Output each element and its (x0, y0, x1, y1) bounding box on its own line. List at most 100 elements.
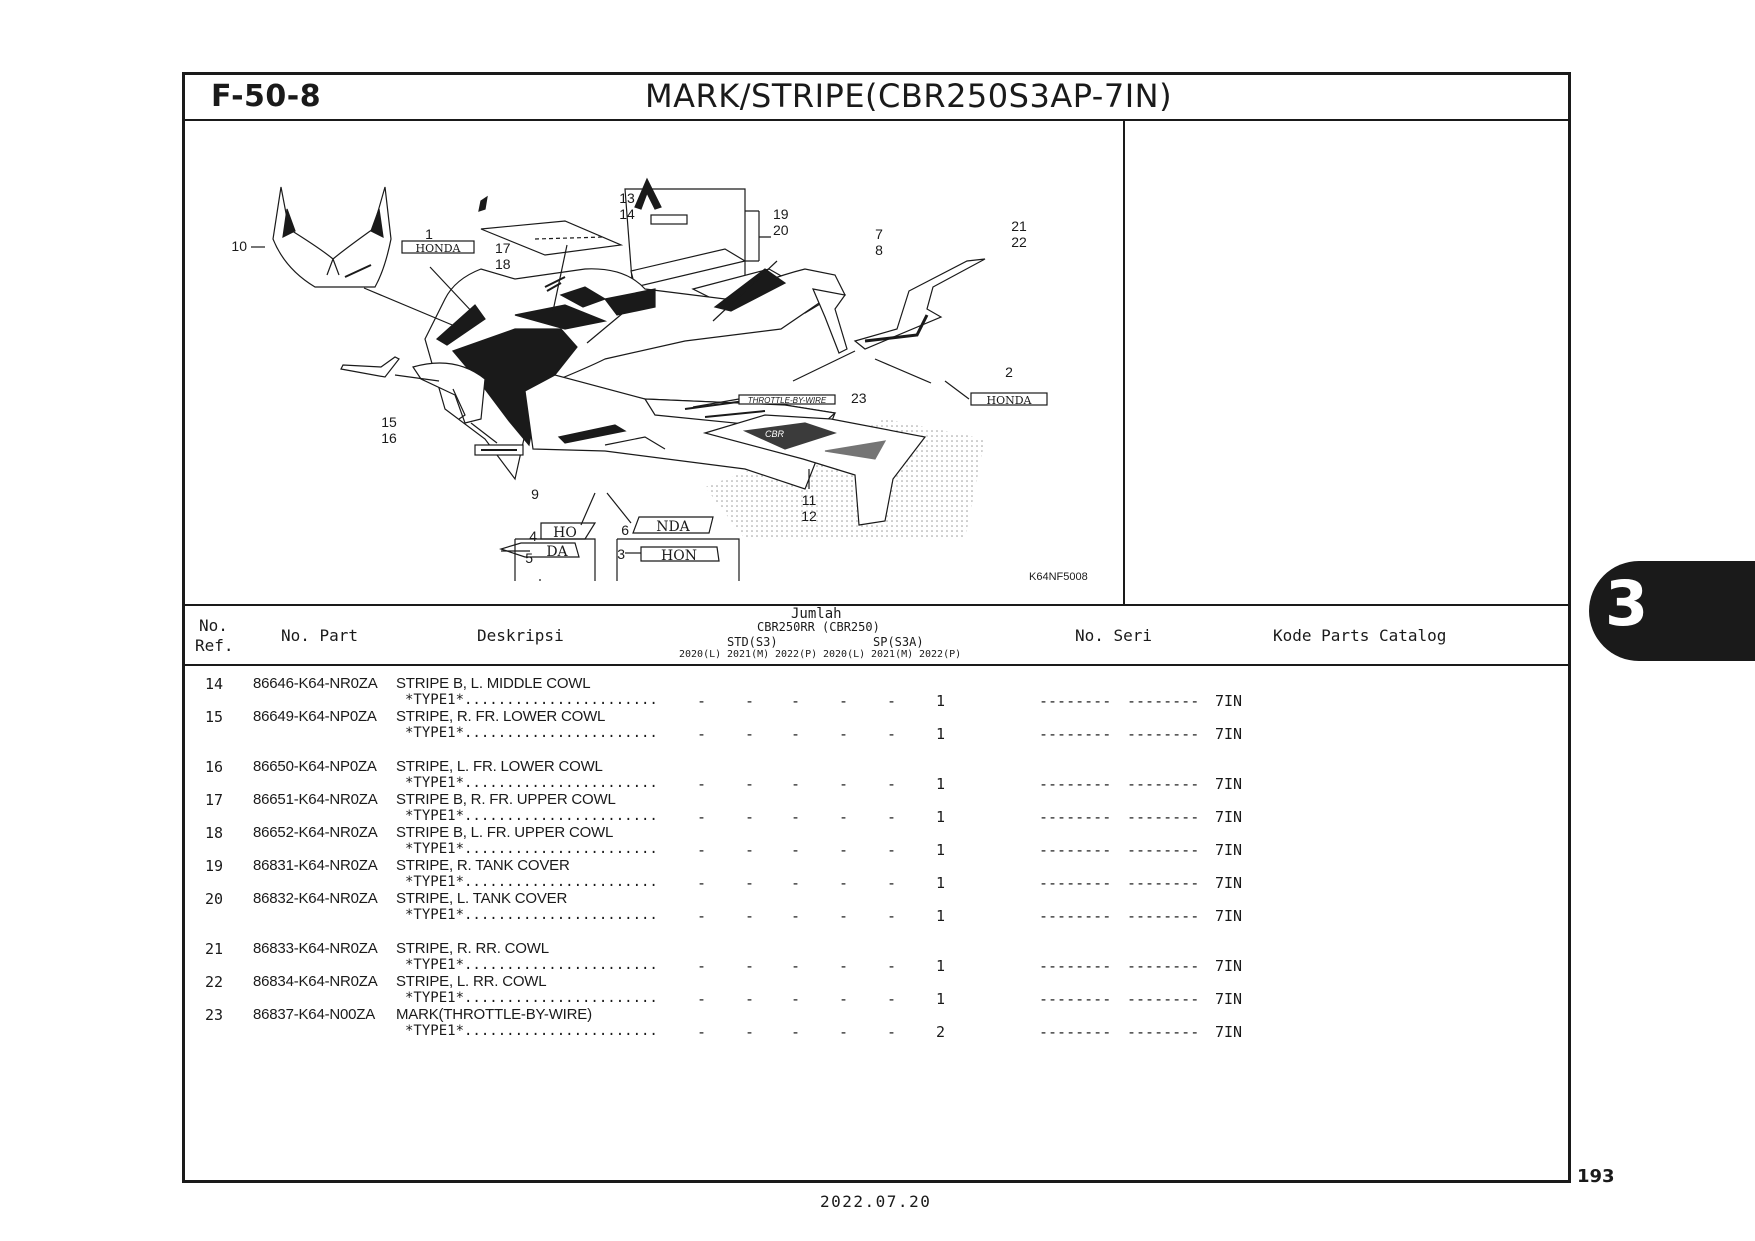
honda-decal-2: HONDA (970, 392, 1048, 407)
callout-20: 20 (773, 222, 789, 238)
qty-cell: 1 (936, 841, 946, 859)
serial-to-cell: -------- (1127, 1023, 1200, 1041)
header-model: CBR250RR (CBR250) (757, 620, 880, 634)
qty-cell: - (791, 907, 801, 925)
qty-cell: - (887, 1023, 897, 1041)
header-jumlah: Jumlah (791, 606, 842, 622)
qty-cell: - (887, 841, 897, 859)
serial-from-cell: -------- (1039, 725, 1112, 743)
qty-cell: - (791, 808, 801, 826)
stripe-upper-cowl-small (478, 195, 488, 212)
table-row[interactable]: 16 86650-K64-NP0ZA STRIPE, L. FR. LOWER … (185, 758, 1568, 793)
type-cell: *TYPE1*....................... (405, 990, 658, 1006)
figure-title: MARK/STRIPE(CBR250S3AP-7IN) (645, 77, 1173, 115)
catalog-code-cell: 7IN (1215, 990, 1243, 1008)
qty-cell: - (791, 725, 801, 743)
callout-14: 14 (619, 206, 635, 222)
part-number-cell: 86831-K64-NR0ZA (253, 857, 378, 874)
qty-cell: - (887, 874, 897, 892)
qty-cell: - (791, 1023, 801, 1041)
leader-lines (251, 244, 970, 554)
cbr-text: CBR (765, 429, 785, 439)
callout-10: 10 (231, 238, 247, 254)
parts-page-frame: F-50-8 MARK/STRIPE(CBR250S3AP-7IN) (182, 72, 1571, 1183)
table-row[interactable]: 14 86646-K64-NR0ZA STRIPE B, L. MIDDLE C… (185, 675, 1568, 710)
callout-21: 21 (1011, 218, 1027, 234)
table-row[interactable]: 15 86649-K64-NP0ZA STRIPE, R. FR. LOWER … (185, 708, 1568, 743)
decal-9 (474, 444, 524, 456)
serial-from-cell: -------- (1039, 841, 1112, 859)
ref-cell: 15 (205, 708, 224, 726)
hon-text: HON (661, 548, 697, 564)
qty-cell: - (887, 775, 897, 793)
qty-cell: - (839, 957, 849, 975)
qty-cell: - (839, 907, 849, 925)
nda-text: NDA (656, 519, 690, 535)
table-row[interactable]: 19 86831-K64-NR0ZA STRIPE, R. TANK COVER… (185, 857, 1568, 892)
serial-from-cell: -------- (1039, 808, 1112, 826)
callout-3: 3 (617, 546, 625, 562)
catalog-code-cell: 7IN (1215, 907, 1243, 925)
table-row[interactable]: 18 86652-K64-NR0ZA STRIPE B, L. FR. UPPE… (185, 824, 1568, 859)
serial-from-cell: -------- (1039, 1023, 1112, 1041)
description-cell: STRIPE, L. RR. COWL (396, 973, 547, 990)
type-cell: *TYPE1*....................... (405, 907, 658, 923)
serial-to-cell: -------- (1127, 957, 1200, 975)
header-year-3: 2022(P) (775, 649, 818, 660)
chapter-tab[interactable]: 3 (1589, 561, 1755, 661)
qty-cell: 1 (936, 957, 946, 975)
table-row[interactable]: 23 86837-K64-N00ZA MARK(THROTTLE-BY-WIRE… (185, 1006, 1568, 1041)
qty-cell: - (697, 725, 707, 743)
callout-7: 7 (875, 226, 883, 242)
qty-cell: - (745, 775, 755, 793)
qty-cell: - (839, 775, 849, 793)
type-cell: *TYPE1*....................... (405, 692, 658, 708)
table-row[interactable]: 20 86832-K64-NR0ZA STRIPE, L. TANK COVER… (185, 890, 1568, 925)
qty-cell: - (839, 841, 849, 859)
type-cell: *TYPE1*....................... (405, 725, 658, 741)
page-number: 193 (1577, 1166, 1615, 1187)
qty-cell: - (791, 990, 801, 1008)
serial-to-cell: -------- (1127, 874, 1200, 892)
honda-decal-1: HONDA (401, 240, 475, 255)
ref-cell: 21 (205, 940, 224, 958)
part-number-cell: 86649-K64-NP0ZA (253, 708, 377, 725)
callout-9: 9 (531, 486, 539, 502)
qty-cell: 2 (936, 1023, 946, 1041)
callout-18: 18 (495, 256, 511, 272)
callout-12: 12 (801, 508, 817, 524)
qty-cell: - (839, 1023, 849, 1041)
qty-cell: - (697, 692, 707, 710)
qty-cell: 1 (936, 907, 946, 925)
decal-6: NDA (632, 516, 714, 535)
qty-cell: 1 (936, 874, 946, 892)
header-deskripsi: Deskripsi (477, 626, 564, 645)
callout-13: 13 (619, 190, 635, 206)
qty-cell: - (839, 874, 849, 892)
part-number-cell: 86834-K64-NR0ZA (253, 973, 378, 990)
table-row[interactable]: 21 86833-K64-NR0ZA STRIPE, R. RR. COWL *… (185, 940, 1568, 975)
ref-cell: 16 (205, 758, 224, 776)
figure-number: F-50-8 (211, 79, 322, 114)
table-row[interactable]: 22 86834-K64-NR0ZA STRIPE, L. RR. COWL *… (185, 973, 1568, 1008)
callout-11: 11 (802, 492, 817, 508)
callout-17: 17 (495, 240, 511, 256)
qty-cell: - (791, 957, 801, 975)
serial-from-cell: -------- (1039, 874, 1112, 892)
qty-cell: - (887, 692, 897, 710)
serial-to-cell: -------- (1127, 907, 1200, 925)
callout-2: 2 (1005, 364, 1013, 380)
table-row[interactable]: 17 86651-K64-NR0ZA STRIPE B, R. FR. UPPE… (185, 791, 1568, 826)
callout-8: 8 (875, 242, 883, 258)
qty-cell: - (697, 1023, 707, 1041)
qty-cell: - (839, 692, 849, 710)
qty-cell: - (697, 907, 707, 925)
stripe-lower-cowl (340, 356, 400, 378)
description-cell: STRIPE, R. FR. LOWER COWL (396, 708, 606, 725)
description-cell: STRIPE, L. TANK COVER (396, 890, 568, 907)
description-cell: STRIPE, L. FR. LOWER COWL (396, 758, 603, 775)
qty-cell: 1 (936, 692, 946, 710)
throttle-mark: THROTTLE-BY-WIRE (738, 394, 836, 405)
catalog-code-cell: 7IN (1215, 874, 1243, 892)
qty-cell: - (745, 808, 755, 826)
